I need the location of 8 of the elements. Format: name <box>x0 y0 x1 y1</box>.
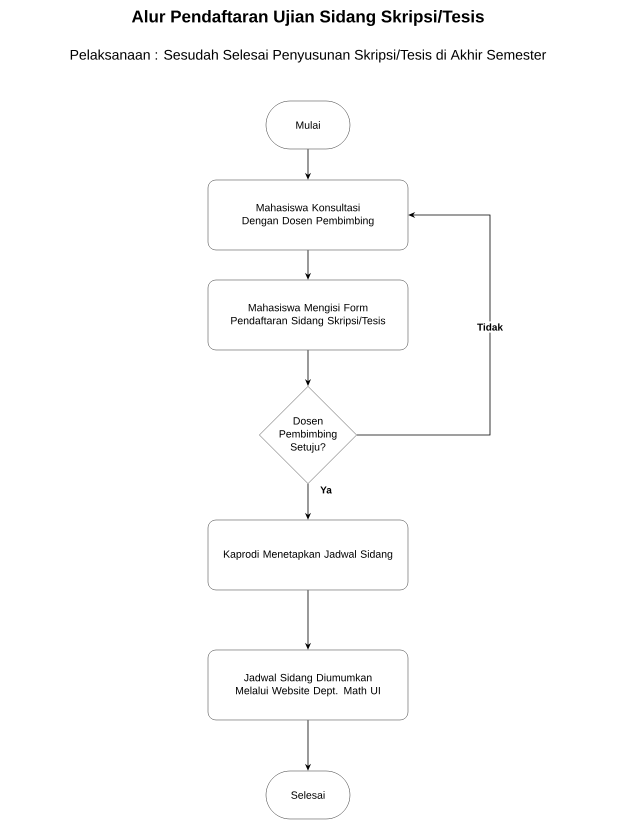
title: Alur Pendaftaran Ujian Sidang Skripsi/Tesis <box>132 10 484 26</box>
edge-label: Tidak <box>475 321 505 333</box>
process-box: Mahasiswa Konsultasi Dengan Dosen Pembimbing <box>208 180 408 250</box>
edge-label: Ya <box>318 484 334 496</box>
process-box: Jadwal Sidang Diumumkan Melalui Website Dept. Math UI <box>208 650 408 720</box>
subtitle: Pelaksanaan : Sesudah Selesai Penyusunan Skripsi/Tesis di Akhir Semester <box>70 49 546 63</box>
process-box: Kaprodi Menetapkan Jadwal Sidang <box>208 520 408 590</box>
process-box: Mahasiswa Mengisi Form Pendaftaran Sidang Skripsi/Tesis <box>208 280 408 350</box>
